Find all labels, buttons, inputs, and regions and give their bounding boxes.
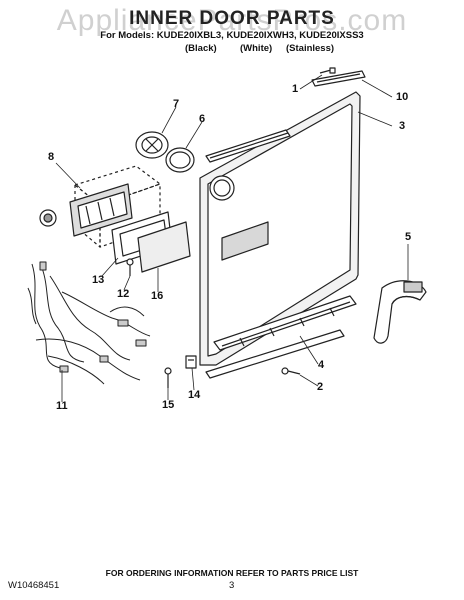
part-4-bottom-rail (213, 295, 357, 351)
callout-12: 12 (117, 288, 130, 300)
callout-14: 14 (188, 389, 201, 401)
leader-lines (55, 74, 409, 402)
callout-4: 4 (318, 359, 325, 371)
part-10-top-trim (311, 70, 366, 87)
callout-7: 7 (173, 98, 180, 110)
callout-13: 13 (92, 274, 105, 286)
part-5-vent-duct (373, 280, 427, 344)
bottom-trim-strip (205, 329, 345, 379)
callout-2: 2 (317, 381, 324, 393)
part-11-wire-harness (27, 261, 151, 385)
models-line: For Models: KUDE20IXBL3, KUDE20IXWH3, KU… (100, 30, 364, 41)
variant-stainless: (Stainless) (286, 43, 335, 54)
callout-11: 11 (56, 400, 68, 412)
part-3-inner-door-panel (199, 91, 361, 366)
callout-16: 16 (151, 290, 164, 302)
callout-6: 6 (199, 113, 206, 125)
part-6-gasket-ring (165, 147, 195, 173)
part-16-board-cover (137, 221, 191, 273)
callout-1: 1 (292, 83, 299, 95)
part-14-bracket (185, 355, 197, 369)
part-15-screw (164, 367, 172, 388)
part-12-screw (126, 258, 134, 276)
callout-15: 15 (162, 399, 175, 411)
part-8-control-module (39, 165, 161, 248)
document-number: W10468451 (8, 580, 60, 591)
variant-white: (White) (240, 43, 273, 54)
variant-black: (Black) (185, 43, 217, 54)
callout-5: 5 (405, 231, 412, 243)
page-number: 3 (229, 580, 235, 591)
callout-3: 3 (399, 120, 406, 132)
part-7-dispenser-cap (135, 131, 169, 159)
part-1-screw (319, 67, 336, 74)
callout-8: 8 (48, 151, 55, 163)
watermark: AppliancePartsPros.com (56, 4, 408, 37)
callout-10: 10 (396, 91, 409, 103)
part-2-screw (281, 367, 301, 375)
page-title: INNER DOOR PARTS (129, 8, 335, 29)
ordering-note: FOR ORDERING INFORMATION REFER TO PARTS … (105, 568, 359, 578)
